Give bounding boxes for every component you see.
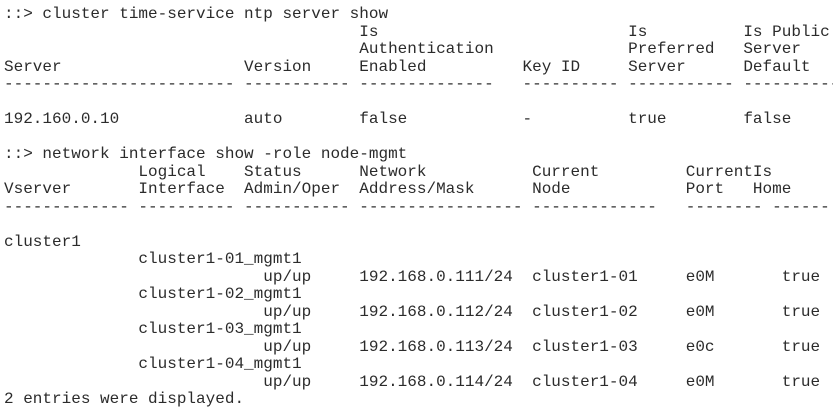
- terminal-window: ::> cluster time-service ntp server show…: [4, 5, 833, 408]
- terminal-output: ::> cluster time-service ntp server show…: [4, 5, 833, 408]
